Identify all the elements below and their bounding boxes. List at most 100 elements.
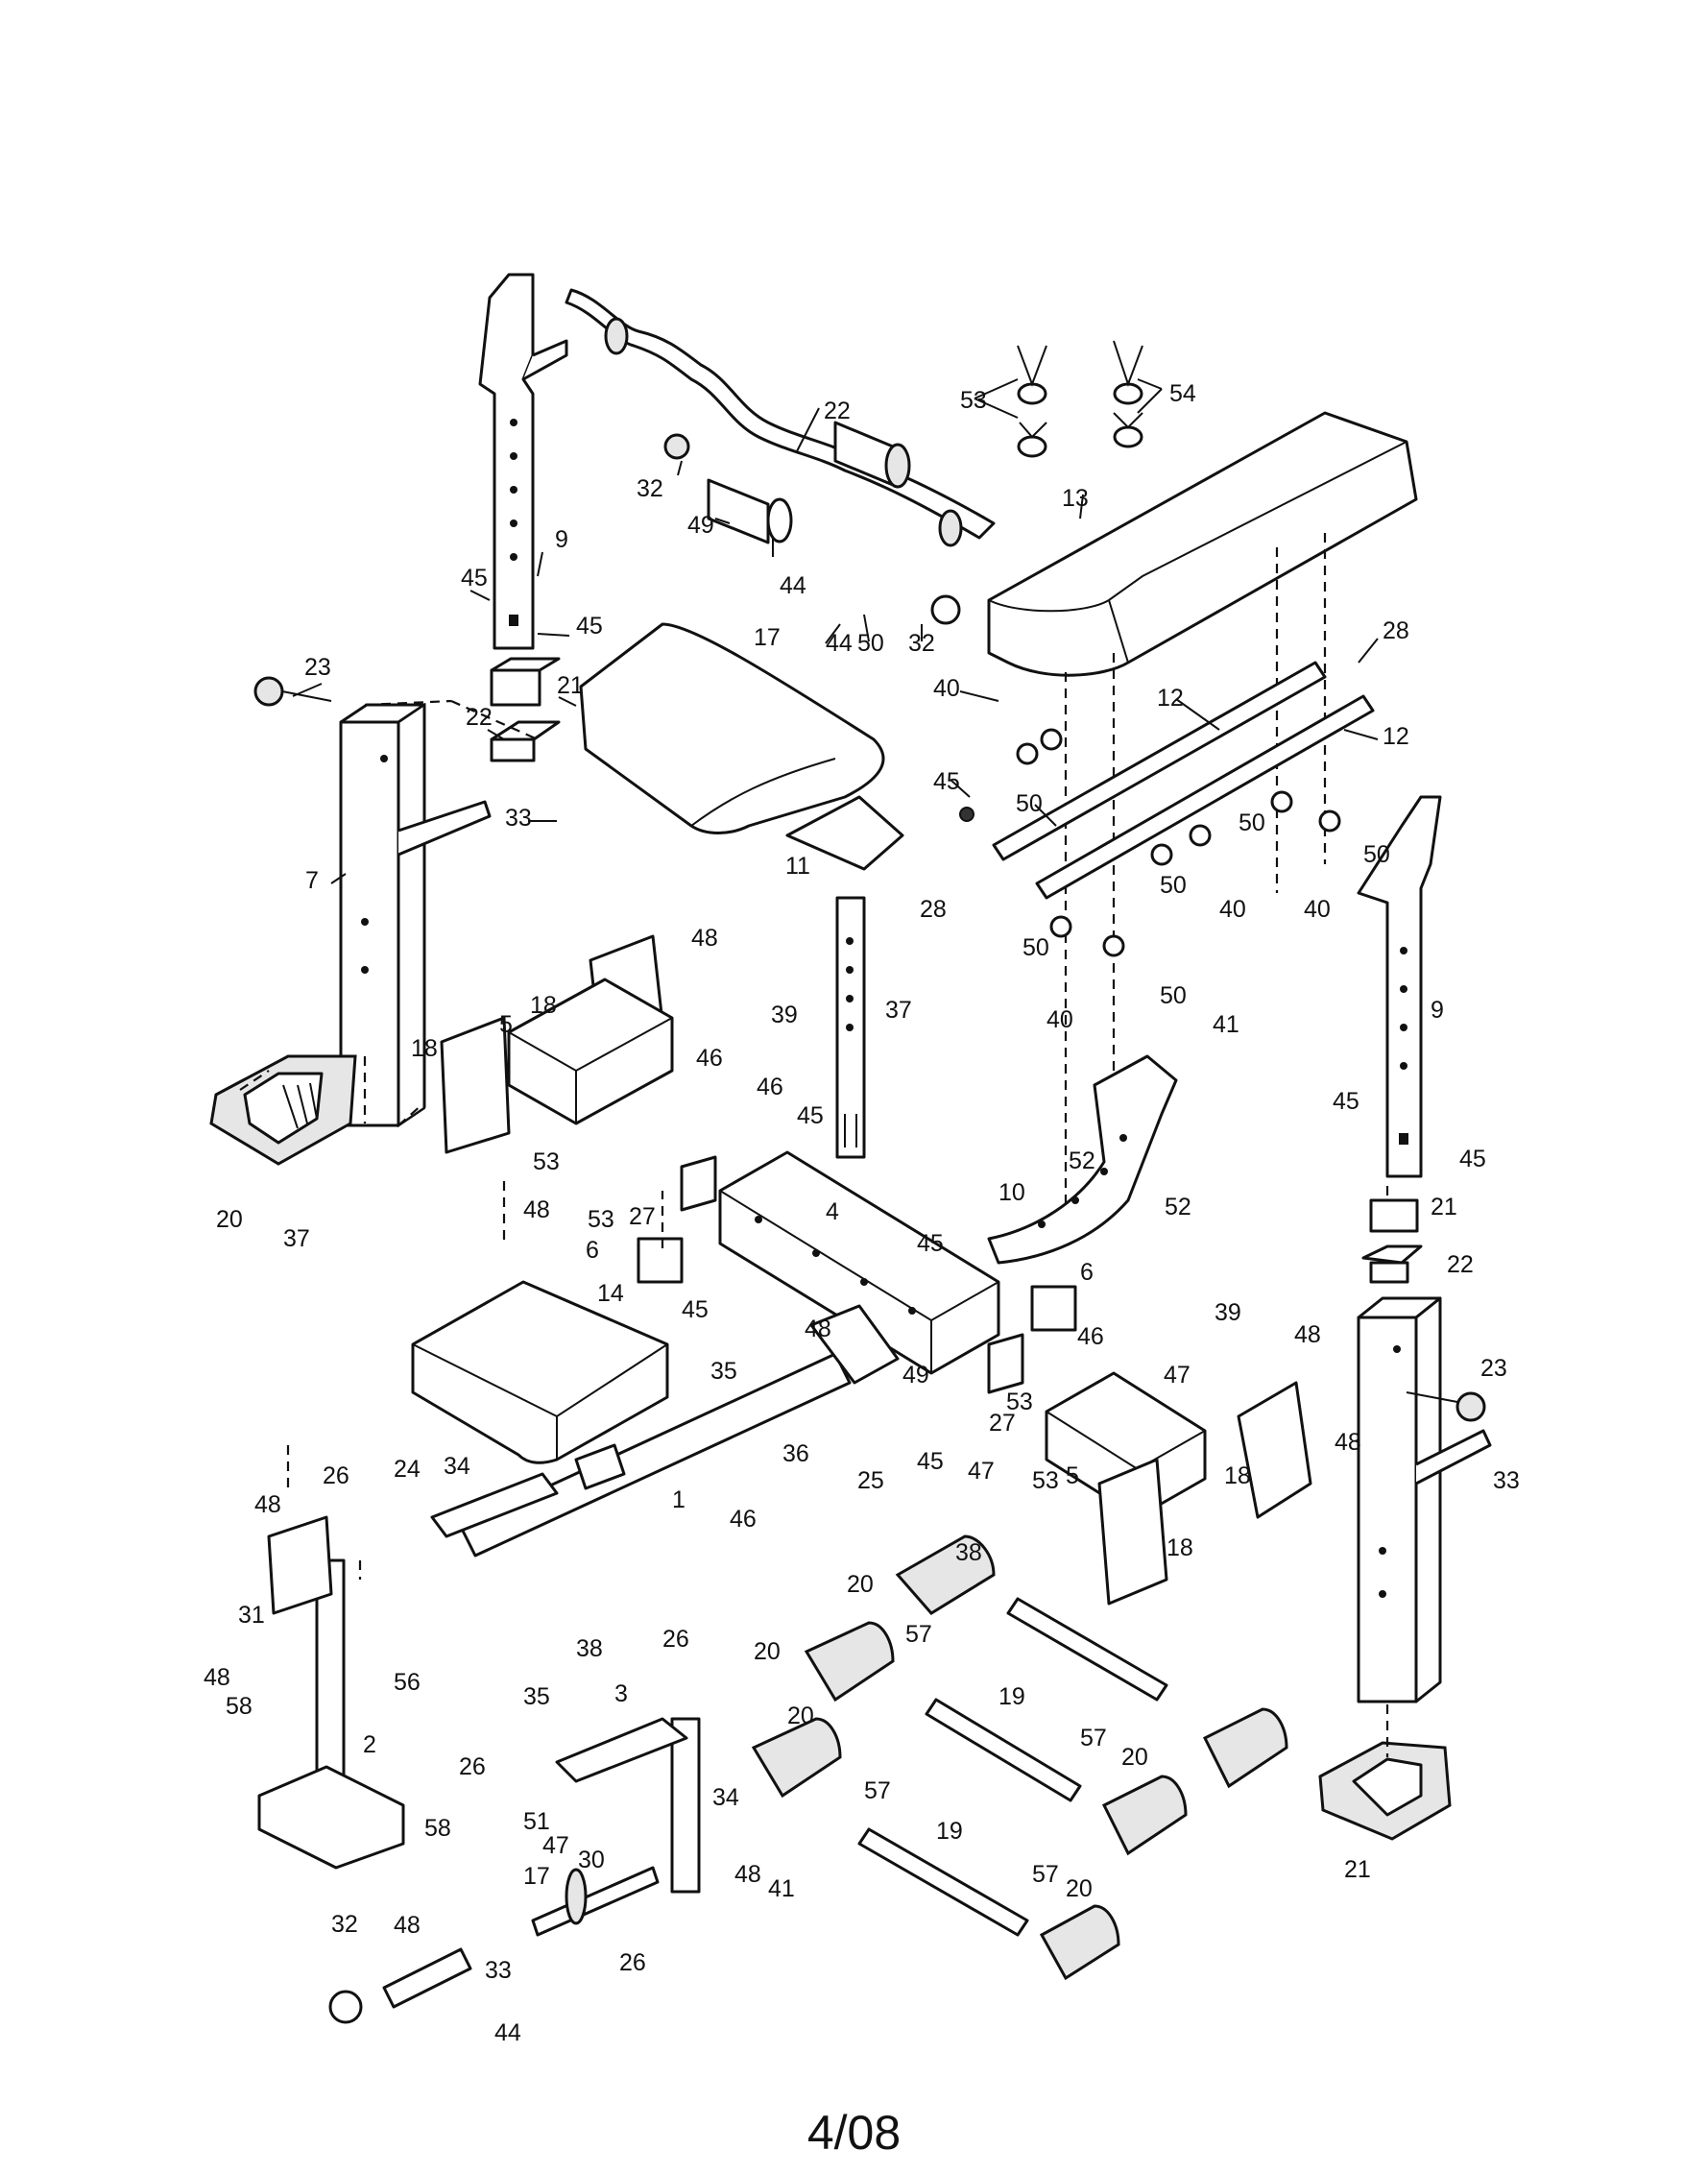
callout: 48 [1335,1429,1361,1456]
tubes-part-12 [992,661,1375,900]
washers-bolts-parts-40-50 [959,728,1341,957]
callout: 20 [1121,1744,1148,1771]
preacher-post-part-11 [785,795,904,1159]
callout: 25 [857,1467,884,1494]
callout: 41 [1213,1011,1239,1038]
spring-clips-parts-54-55 [1017,340,1143,458]
callout: 40 [933,675,960,702]
callout: 50 [1363,841,1390,868]
callout: 46 [1077,1323,1104,1350]
callout: 48 [1294,1321,1321,1348]
callout: 20 [754,1638,781,1665]
callout: 13 [1062,485,1089,512]
callout: 47 [1164,1362,1191,1389]
callout: 57 [864,1777,891,1804]
callout: 21 [1344,1856,1371,1883]
callout: 38 [576,1635,603,1662]
callout: 7 [305,867,319,894]
callout: 33 [485,1957,512,1984]
callout: 45 [1459,1146,1486,1172]
callout: 46 [696,1045,723,1072]
end-caps-parts-6-27 [637,1155,1077,1394]
callout: 48 [691,925,718,952]
callout: 40 [1219,896,1246,923]
callout: 30 [578,1847,605,1873]
callout: 36 [782,1440,809,1467]
callout: 50 [1239,809,1265,836]
callout: 19 [998,1683,1025,1710]
roller-tubes-part-19 [857,1597,1168,1937]
callout: 32 [331,1911,358,1938]
callout: 22 [824,398,851,424]
callout: 6 [586,1237,599,1264]
callout: 45 [682,1296,709,1323]
callout: 34 [444,1453,470,1480]
callout: 53 [533,1148,560,1175]
preacher-pad-part-15 [579,622,885,834]
callout: 45 [917,1448,944,1475]
callout: 41 [768,1875,795,1902]
callout: 17 [754,624,781,651]
left-frame-brackets-parts-5-18 [440,934,674,1154]
callout: 47 [968,1458,995,1485]
callout: 19 [936,1818,963,1845]
front-frame-part-1 [430,1304,900,1558]
callout: 53 [1032,1467,1059,1494]
callout: 51 [523,1808,550,1835]
callout: 12 [1383,723,1409,750]
callout: 4 [826,1198,839,1225]
callout: 22 [1447,1251,1474,1278]
callout: 48 [805,1316,831,1342]
callout: 20 [787,1703,814,1729]
callout: 45 [797,1102,824,1129]
callout: 23 [304,654,331,681]
callout: 44 [780,572,806,599]
callout: 57 [905,1621,932,1648]
callout: 5 [1066,1462,1079,1489]
callout: 50 [1160,872,1187,899]
right-upright-caps-parts-21-22 [1361,1198,1423,1284]
callout: 26 [323,1462,349,1489]
callout: 9 [555,526,568,553]
callout: 3 [614,1680,628,1707]
page-code: 4/08 [806,2106,902,2160]
callout: 58 [424,1815,451,1842]
callout: 53 [960,387,987,414]
callout: 48 [394,1912,421,1939]
callout: 14 [597,1280,624,1307]
callout: 35 [710,1358,737,1385]
right-frame-brackets-parts-5-18 [1045,1371,1312,1606]
callout: 33 [505,805,532,832]
callout: 27 [629,1203,656,1230]
callout: 23 [1480,1355,1507,1382]
leg-roller-tube-parts-16-17 [328,1866,660,2024]
callout: 50 [1022,934,1049,961]
callout: 50 [857,630,884,657]
callout: 26 [619,1949,646,1976]
callout: 28 [920,896,947,923]
callout: 18 [530,992,557,1019]
callout: 57 [1032,1861,1059,1888]
callout: 48 [523,1196,550,1223]
front-leg-part-2 [257,1515,405,1870]
callout: 20 [847,1571,874,1598]
callout: 57 [1080,1725,1107,1751]
callout: 39 [1215,1299,1241,1326]
callout: 24 [394,1456,421,1483]
callout: 48 [254,1491,281,1518]
callout: 11 [785,853,810,880]
callout: 54 [1169,380,1196,407]
callout: 56 [394,1669,421,1696]
callout: 52 [1165,1194,1191,1220]
callout: 46 [730,1506,757,1533]
callout: 32 [637,475,663,502]
callout: 53 [1006,1389,1033,1415]
callout: 20 [1066,1875,1093,1902]
callout: 49 [687,512,714,539]
callout: 35 [523,1683,550,1710]
callout: 37 [885,997,912,1024]
callout: 26 [662,1626,689,1653]
seat-pad-part-14 [411,1280,669,1464]
callout: 33 [1493,1467,1520,1494]
callout: 46 [757,1074,783,1100]
